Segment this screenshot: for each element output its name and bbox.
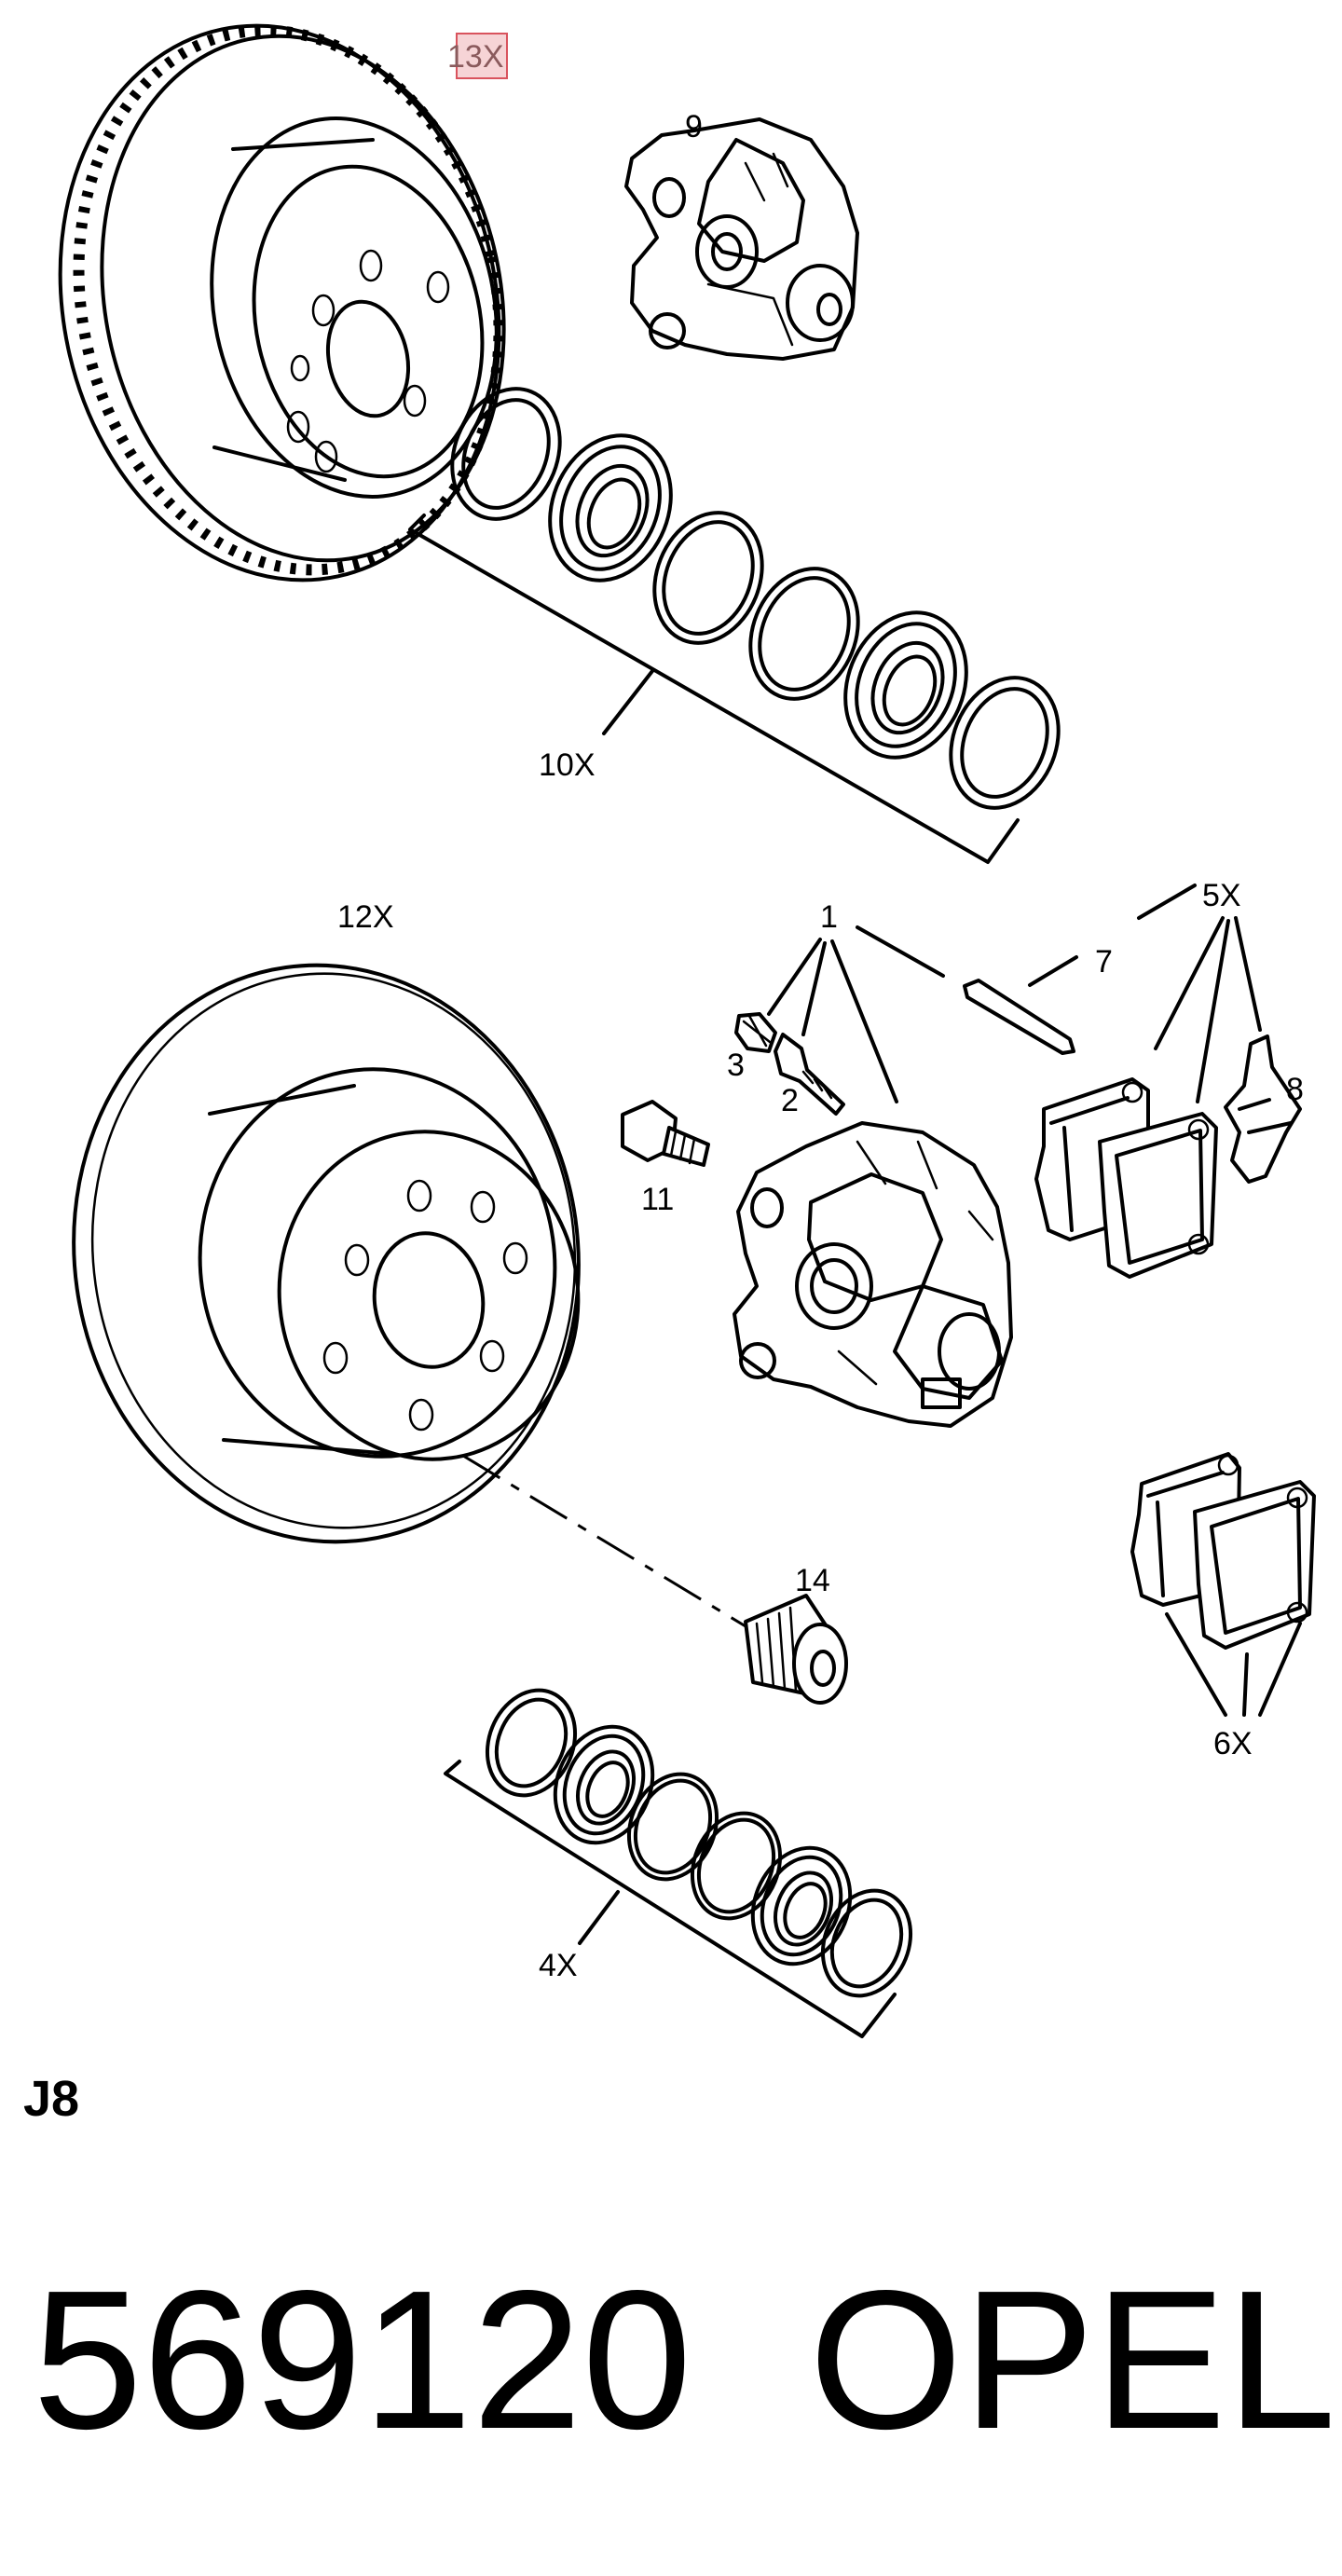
bleeder-cap xyxy=(734,1012,777,1053)
bracket-4x xyxy=(444,1760,897,2038)
brand-name: OPEL xyxy=(809,2249,1336,2470)
solid-brake-disc xyxy=(72,963,581,1544)
bracket-10x xyxy=(408,514,1020,864)
callout-13x: 13X xyxy=(447,33,508,79)
callout-8: 8 xyxy=(1286,1072,1304,1107)
guide-screw xyxy=(744,1594,848,1705)
brake-pad-set-bottom xyxy=(1130,1452,1316,1650)
caliper-housing-top xyxy=(624,117,859,361)
callout-7: 7 xyxy=(1095,944,1113,980)
ventilated-brake-disc xyxy=(58,23,506,582)
callout-6x: 6X xyxy=(1213,1726,1253,1761)
spring-clip xyxy=(1224,1035,1302,1184)
leader-lines-1 xyxy=(767,925,945,1103)
callout-14: 14 xyxy=(795,1563,830,1598)
seal-kit-4x xyxy=(485,1688,913,1998)
callout-10x: 10X xyxy=(539,747,596,783)
callout-13x-label: 13X xyxy=(447,39,504,75)
brake-pad-set-top xyxy=(1034,1077,1218,1279)
leader-lines-5x xyxy=(1154,916,1262,1103)
caliper-assembly xyxy=(733,1121,1013,1428)
alignment-line xyxy=(462,1454,751,1631)
bleeder-valve xyxy=(774,1033,845,1116)
callout-9: 9 xyxy=(685,109,703,144)
part-number: 569120 xyxy=(33,2249,692,2470)
callout-2: 2 xyxy=(781,1083,799,1118)
seal-kit-10x xyxy=(450,387,1061,810)
callout-1: 1 xyxy=(820,899,838,935)
callout-3: 3 xyxy=(727,1048,745,1083)
guide-pin xyxy=(963,884,1197,1055)
caliper-bolt xyxy=(621,1100,710,1167)
callout-5x: 5X xyxy=(1202,878,1241,913)
callout-12x: 12X xyxy=(337,899,394,935)
section-code: J8 xyxy=(23,2071,79,2127)
leader-lines-6x xyxy=(1165,1612,1302,1717)
callout-11: 11 xyxy=(641,1182,674,1217)
callout-4x: 4X xyxy=(539,1948,578,1983)
